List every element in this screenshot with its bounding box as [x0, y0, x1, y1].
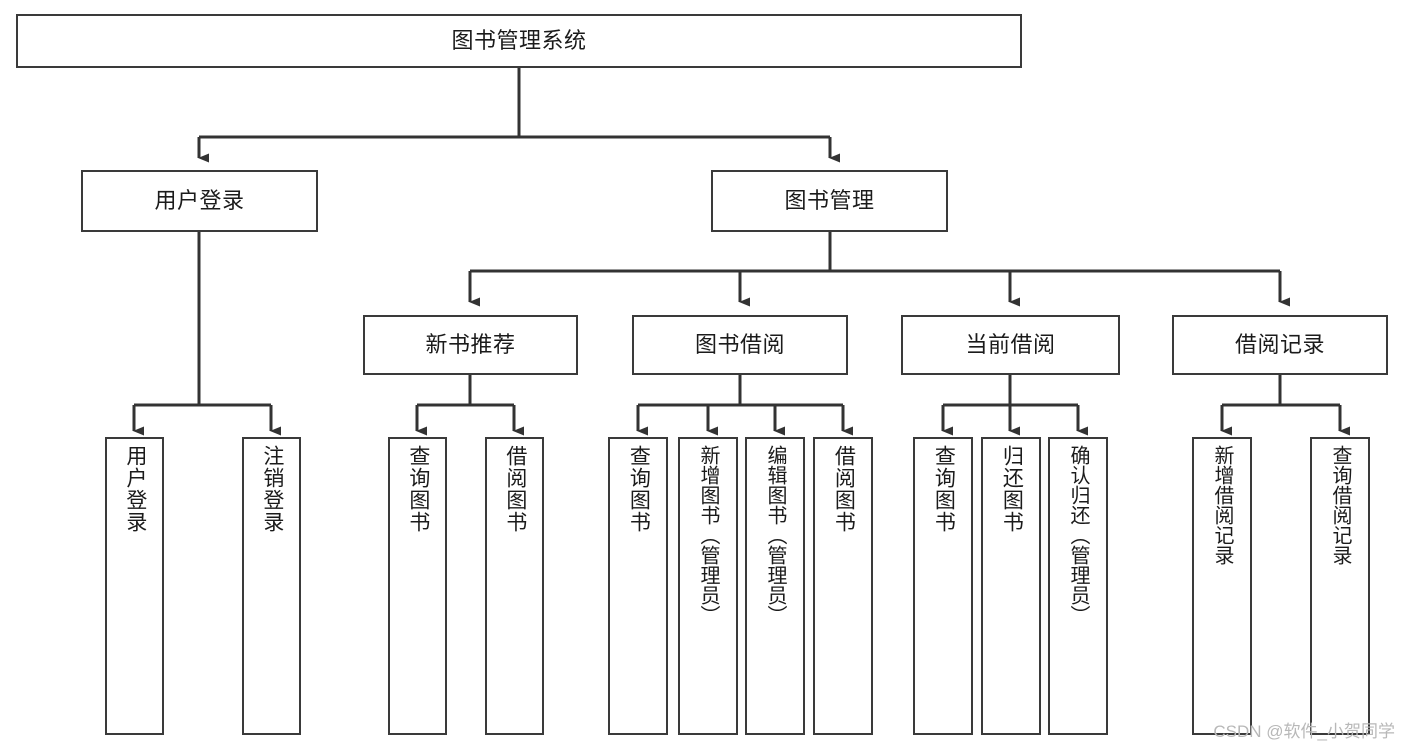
node-leaf-user-login[interactable]: 用户登录 [105, 437, 164, 735]
node-leaf-borrow-book-1[interactable]: 借阅图书 [485, 437, 544, 735]
node-leaf-confirm-return-label: 确认归还（管理员） [1067, 445, 1089, 625]
node-leaf-query-book-3-label: 查询图书 [932, 445, 956, 533]
node-leaf-query-book-1-label: 查询图书 [406, 445, 430, 533]
edges-bookborrow-to-leaves [636, 375, 853, 436]
node-leaf-query-book-3[interactable]: 查询图书 [913, 437, 973, 735]
node-leaf-borrow-book-2[interactable]: 借阅图书 [813, 437, 873, 735]
node-leaf-logout[interactable]: 注销登录 [242, 437, 301, 735]
node-root-label: 图书管理系统 [451, 27, 587, 53]
node-leaf-add-record[interactable]: 新增借阅记录 [1192, 437, 1252, 735]
edges-root-to-level2 [197, 68, 840, 163]
node-leaf-borrow-book-1-label: 借阅图书 [503, 445, 527, 533]
node-leaf-return-book-label: 归还图书 [1000, 445, 1024, 533]
node-leaf-query-book-1[interactable]: 查询图书 [388, 437, 447, 735]
node-leaf-user-login-label: 用户登录 [123, 445, 147, 533]
node-leaf-edit-book[interactable]: 编辑图书（管理员） [745, 437, 805, 735]
node-leaf-query-book-2-label: 查询图书 [627, 445, 651, 533]
node-new-book-recommend-label: 新书推荐 [425, 331, 516, 357]
node-leaf-add-book[interactable]: 新增图书（管理员） [678, 437, 738, 735]
node-leaf-add-record-label: 新增借阅记录 [1211, 445, 1233, 565]
node-user-login-label: 用户登录 [154, 187, 245, 213]
node-book-borrow[interactable]: 图书借阅 [632, 315, 848, 375]
node-current-borrow[interactable]: 当前借阅 [901, 315, 1120, 375]
node-book-manage-label: 图书管理 [784, 187, 875, 213]
edges-userlogin-to-leaves [132, 232, 281, 436]
node-book-borrow-label: 图书借阅 [694, 331, 785, 357]
node-book-manage[interactable]: 图书管理 [711, 170, 948, 232]
node-leaf-return-book[interactable]: 归还图书 [981, 437, 1041, 735]
node-leaf-query-record-label: 查询借阅记录 [1329, 445, 1351, 565]
edges-currentborrow-to-leaves [941, 375, 1088, 436]
node-root-book-management-system[interactable]: 图书管理系统 [16, 14, 1022, 68]
edges-borrowrecord-to-leaves [1220, 375, 1350, 436]
node-leaf-edit-book-label: 编辑图书（管理员） [764, 445, 786, 625]
node-borrow-record-label: 借阅记录 [1234, 331, 1325, 357]
node-leaf-logout-label: 注销登录 [260, 445, 284, 533]
node-user-login[interactable]: 用户登录 [81, 170, 318, 232]
node-leaf-add-book-label: 新增图书（管理员） [697, 445, 719, 625]
node-current-borrow-label: 当前借阅 [965, 331, 1056, 357]
edges-bookmanage-to-level3 [468, 232, 1290, 307]
node-leaf-borrow-book-2-label: 借阅图书 [832, 445, 856, 533]
node-new-book-recommend[interactable]: 新书推荐 [363, 315, 578, 375]
node-leaf-query-book-2[interactable]: 查询图书 [608, 437, 668, 735]
edges-newbook-to-leaves [415, 375, 524, 436]
node-leaf-query-record[interactable]: 查询借阅记录 [1310, 437, 1370, 735]
node-borrow-record[interactable]: 借阅记录 [1172, 315, 1388, 375]
node-leaf-confirm-return[interactable]: 确认归还（管理员） [1048, 437, 1108, 735]
